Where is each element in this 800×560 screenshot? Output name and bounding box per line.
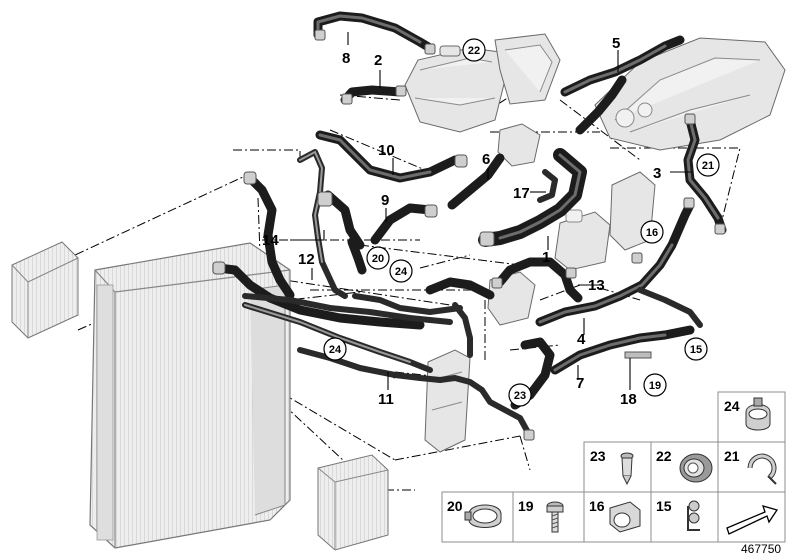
- part-number-labels: 8 2 5 3 10 6 17 9 14 1 12 13 4 7 11 18: [262, 35, 661, 408]
- legend-cell-arrow: [717, 491, 786, 543]
- label-11: 11: [378, 391, 394, 408]
- legend-cell-23: 23: [583, 441, 652, 493]
- hose-clamps: [212, 29, 726, 441]
- leader-lines: [290, 32, 692, 390]
- circled-callouts: 22 21 16 20 24 24 15 23 19: [323, 38, 720, 407]
- auxiliary-radiator-bottom: [317, 454, 389, 551]
- hose-sleeve-icon: [679, 453, 713, 483]
- callout-22: 22: [462, 38, 486, 62]
- label-4: 4: [577, 331, 586, 348]
- band-clamp-icon: [464, 504, 502, 528]
- label-13: 13: [588, 277, 605, 294]
- aux-tank: [424, 349, 471, 453]
- spring-clip-icon: [747, 453, 777, 485]
- label-14: 14: [262, 232, 279, 249]
- parts-legend: 24 23 22: [441, 391, 786, 543]
- label-5: 5: [612, 35, 620, 52]
- label-3: 3: [653, 165, 661, 182]
- svg-text:21: 21: [702, 160, 714, 172]
- legend-cell-15: 15: [650, 491, 719, 543]
- svg-text:19: 19: [649, 380, 661, 392]
- label-17: 17: [513, 185, 530, 202]
- svg-text:22: 22: [468, 45, 480, 57]
- legend-cell-22: 22: [650, 441, 719, 493]
- main-radiator: [89, 242, 291, 549]
- callout-19: 19: [643, 373, 667, 397]
- callout-24-upper: 24: [389, 259, 413, 283]
- label-2: 2: [374, 52, 382, 69]
- svg-text:15: 15: [690, 344, 702, 356]
- legend-cell-19: 19: [512, 491, 585, 543]
- intake-manifold: [594, 37, 786, 151]
- label-18: 18: [620, 391, 637, 408]
- screw-icon: [546, 501, 564, 533]
- callout-23: 23: [508, 383, 532, 407]
- svg-text:16: 16: [589, 498, 605, 514]
- hose-clamp-icon: [745, 397, 771, 431]
- label-12: 12: [298, 251, 315, 268]
- svg-text:22: 22: [656, 448, 672, 464]
- expanding-rivet-icon: [620, 452, 634, 486]
- label-1: 1: [542, 249, 550, 266]
- pipe-clamp-icon: [609, 501, 641, 533]
- svg-text:23: 23: [590, 448, 606, 464]
- mounting-arrow-icon: [726, 505, 779, 535]
- callout-24-lower: 24: [323, 337, 347, 361]
- svg-text:23: 23: [514, 390, 526, 402]
- holder-clip-icon: [687, 500, 700, 531]
- expansion-tank: [404, 33, 561, 133]
- label-6: 6: [482, 151, 490, 168]
- legend-cell-16: 16: [583, 491, 652, 543]
- svg-text:15: 15: [656, 498, 672, 514]
- callout-16: 16: [640, 220, 664, 244]
- diagram-reference-number: 467750: [741, 542, 781, 556]
- label-7: 7: [576, 375, 584, 392]
- legend-cell-21: 21: [717, 441, 786, 493]
- svg-text:20: 20: [372, 253, 384, 265]
- callout-15: 15: [684, 337, 708, 361]
- svg-text:24: 24: [395, 266, 408, 278]
- label-8: 8: [342, 50, 350, 67]
- callout-21: 21: [696, 153, 720, 177]
- svg-text:24: 24: [329, 344, 342, 356]
- svg-text:24: 24: [724, 398, 740, 414]
- legend-cell-20: 20: [441, 491, 514, 543]
- svg-text:16: 16: [646, 227, 658, 239]
- svg-text:20: 20: [447, 498, 463, 514]
- label-9: 9: [381, 192, 389, 209]
- hoses: [213, 11, 727, 439]
- auxiliary-radiator-left: [11, 241, 79, 339]
- label-10: 10: [378, 142, 395, 159]
- svg-text:19: 19: [518, 498, 534, 514]
- svg-text:21: 21: [724, 448, 740, 464]
- callout-20: 20: [366, 246, 390, 270]
- legend-cell-24: 24: [717, 391, 786, 443]
